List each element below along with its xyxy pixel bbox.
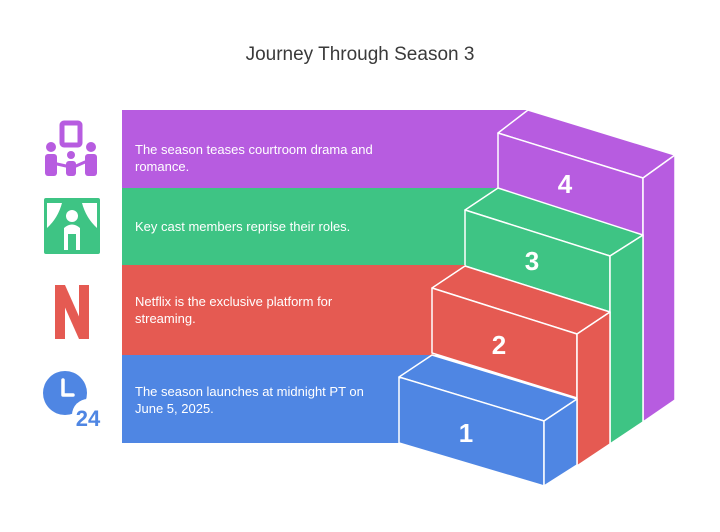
- step-1-number: 1: [459, 418, 473, 448]
- step-3-number: 3: [525, 246, 539, 276]
- stage-curtain-icon: [44, 198, 100, 254]
- clock-24-label: 24: [76, 406, 101, 430]
- step-4-band: [122, 110, 528, 188]
- step-3-text: Key cast members reprise their roles.: [135, 219, 351, 234]
- step-1-text: The season launches at midnight PT on Ju…: [135, 384, 364, 416]
- step-4-text: The season teases courtroom drama and ro…: [135, 142, 373, 174]
- step-4-side: [642, 154, 676, 423]
- step-3-band: [122, 188, 498, 265]
- step-1-band: [122, 355, 432, 443]
- step-3: [122, 187, 644, 445]
- step-2-number: 2: [492, 330, 506, 360]
- step-3-side: [609, 234, 644, 445]
- family-frame-icon: [45, 120, 97, 176]
- step-1: [122, 354, 578, 487]
- step-2-side: [576, 311, 611, 467]
- netflix-logo-icon: [55, 285, 89, 339]
- step-2-band: [122, 265, 465, 355]
- step-4-number: 4: [558, 169, 573, 199]
- step-4: [122, 109, 676, 423]
- step-2-text: Netflix is the exclusive platform for st…: [135, 294, 333, 326]
- step-2: [122, 265, 611, 467]
- clock-24-icon: 24: [43, 371, 104, 430]
- step-1-side: [543, 398, 578, 487]
- diagram-title: Journey Through Season 3: [245, 44, 475, 65]
